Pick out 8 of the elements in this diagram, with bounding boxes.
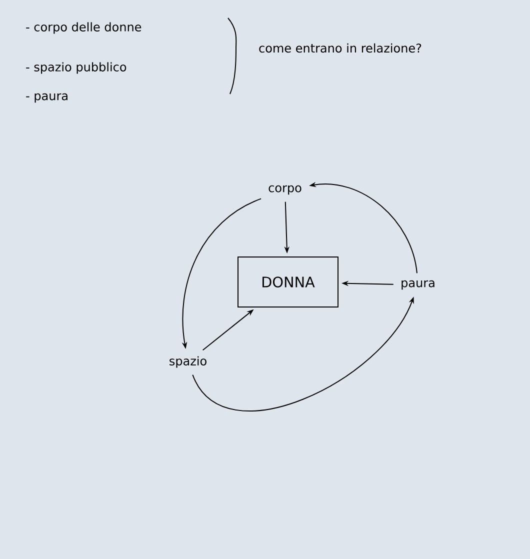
word: spazio bbox=[170, 356, 206, 368]
question-text: come entrano in relazione? bbox=[259, 43, 422, 53]
word: corpo bbox=[268, 185, 302, 195]
box: DONNA bbox=[238, 256, 338, 308]
list-item: - corpo delle donne bbox=[26, 22, 142, 34]
word: paura bbox=[402, 280, 434, 290]
list-item: - spazio pubblico bbox=[26, 62, 126, 74]
list-item: - paura bbox=[26, 93, 68, 103]
